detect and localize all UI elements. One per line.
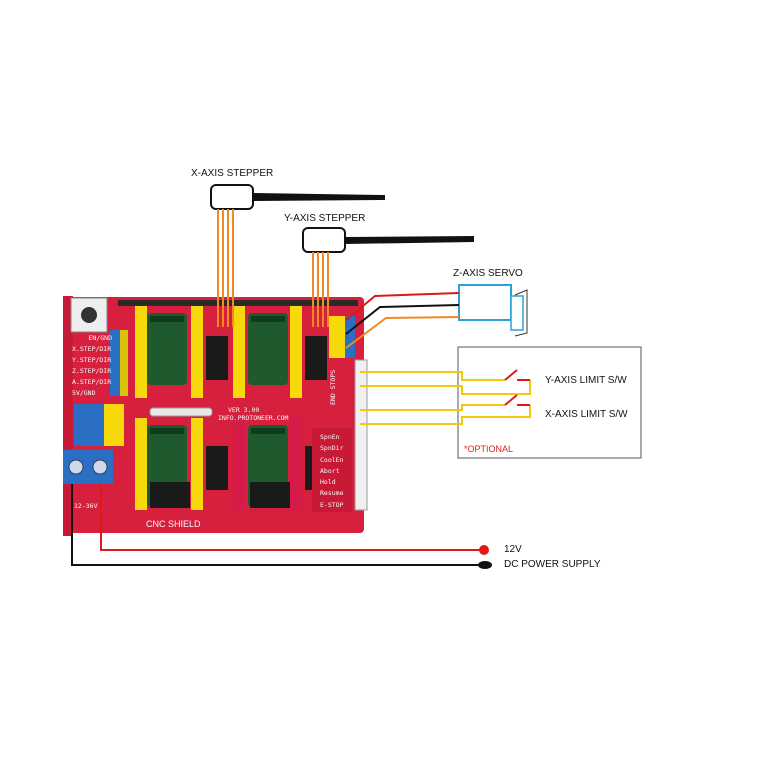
board-right-label: SpnEn	[320, 433, 340, 441]
y-stepper-motor	[302, 227, 474, 253]
servo-wires	[345, 292, 460, 349]
negative-terminal	[478, 561, 492, 569]
board-right-label: Hold	[320, 478, 336, 487]
z-servo-label: Z-AXIS SERVO	[453, 268, 523, 279]
board-right-label: E-STOP	[320, 500, 344, 509]
board-left-label: X.STEP/DIR	[72, 345, 112, 353]
board-version: VER 3.00	[228, 406, 260, 414]
board-left-labels: EN/GND X.STEP/DIR Y.STEP/DIR Z.STEP/DIR …	[72, 333, 112, 399]
board-left-label: Y.STEP/DIR	[72, 356, 112, 364]
board-left-label: 5V/GND	[72, 389, 96, 397]
end-stops-label: END STOPS	[329, 369, 337, 405]
dc-supply-label: DC POWER SUPPLY	[504, 559, 601, 570]
board-right-label: SpnDir	[320, 444, 344, 453]
y-stepper-wires	[312, 252, 329, 327]
board-right-label: Abort	[320, 466, 340, 475]
v12-label: 12V	[504, 544, 522, 555]
board-left-label: A.STEP/DIR	[72, 378, 112, 386]
positive-terminal	[479, 545, 489, 555]
terminal-voltage: 12-36V	[74, 502, 98, 510]
optional-box	[457, 346, 642, 459]
x-stepper-motor	[210, 184, 385, 210]
board-right-label: Resume	[320, 489, 344, 498]
board-title: CNC SHIELD	[146, 519, 201, 529]
y-limit-label: Y-AXIS LIMIT S/W	[545, 375, 627, 386]
power-wires	[71, 484, 484, 566]
x-stepper-label: X-AXIS STEPPER	[191, 168, 274, 179]
right-headers	[312, 316, 368, 512]
board-right-label: CoolEn	[320, 455, 344, 464]
board-left-label: Z.STEP/DIR	[72, 367, 112, 375]
x-limit-label: X-AXIS LIMIT S/W	[545, 409, 628, 420]
board-left-label: EN/GND	[88, 334, 112, 342]
x-stepper-wires	[217, 209, 234, 327]
y-stepper-label: Y-AXIS STEPPER	[284, 213, 366, 224]
board-right-labels: SpnEn SpnDir CoolEn Abort Hold Resume E-…	[320, 432, 343, 511]
limit-switches	[504, 369, 530, 406]
board-url: INFO.PROTONEER.COM	[218, 414, 289, 422]
driver-headers	[135, 306, 327, 510]
fuse	[149, 407, 213, 417]
power-terminal	[63, 450, 113, 484]
limit-switch-wires	[360, 371, 531, 425]
optional-label: *OPTIONAL	[464, 444, 514, 454]
z-servo	[458, 284, 528, 337]
